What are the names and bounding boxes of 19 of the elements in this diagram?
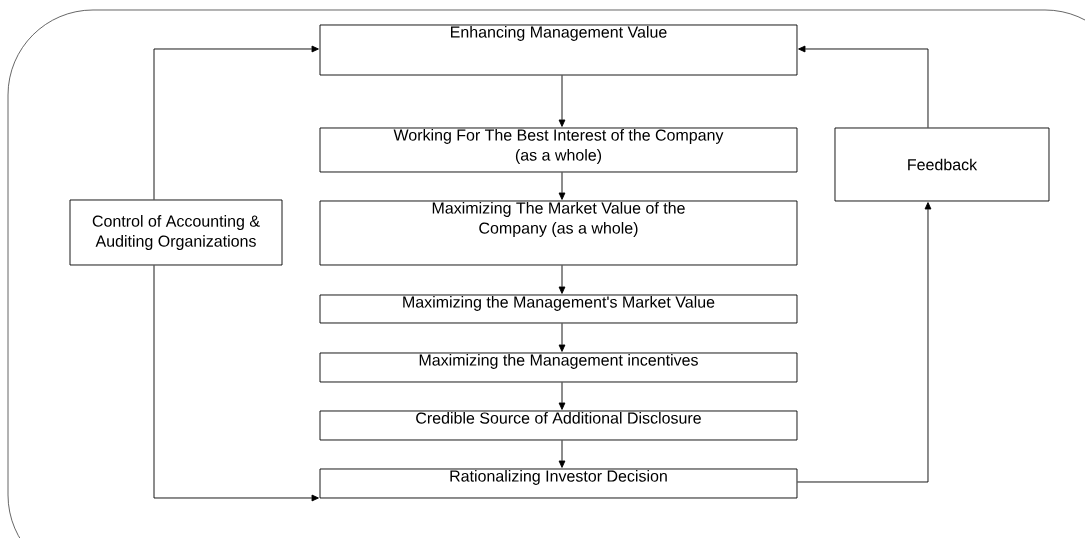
- arrow: [153, 265, 319, 502]
- arrow: [558, 323, 566, 352]
- arrow: [558, 265, 566, 294]
- arrow: [558, 172, 566, 200]
- arrow: [558, 75, 566, 127]
- arrow: [798, 45, 929, 128]
- arrow: [558, 382, 566, 410]
- arrow: [558, 440, 566, 468]
- process-box: Enhancing Management Value: [319, 24, 798, 76]
- process-box: Maximizing the Management's Market Value: [319, 294, 798, 324]
- process-box: Rationalizing Investor Decision: [319, 468, 798, 499]
- process-box: Maximizing The Market Value of the Company (as a whole): [319, 200, 798, 266]
- arrow: [797, 202, 932, 483]
- process-box: Working For The Best Interest of the Company (as a whole): [319, 127, 798, 173]
- arrow: [153, 45, 319, 200]
- process-box: Maximizing the Management incentives: [319, 352, 798, 383]
- process-box: Feedback: [834, 127, 1050, 202]
- process-box: Control of Accounting & Auditing Organizations: [69, 199, 283, 266]
- process-box: Credible Source of Additional Disclosure: [319, 410, 798, 441]
